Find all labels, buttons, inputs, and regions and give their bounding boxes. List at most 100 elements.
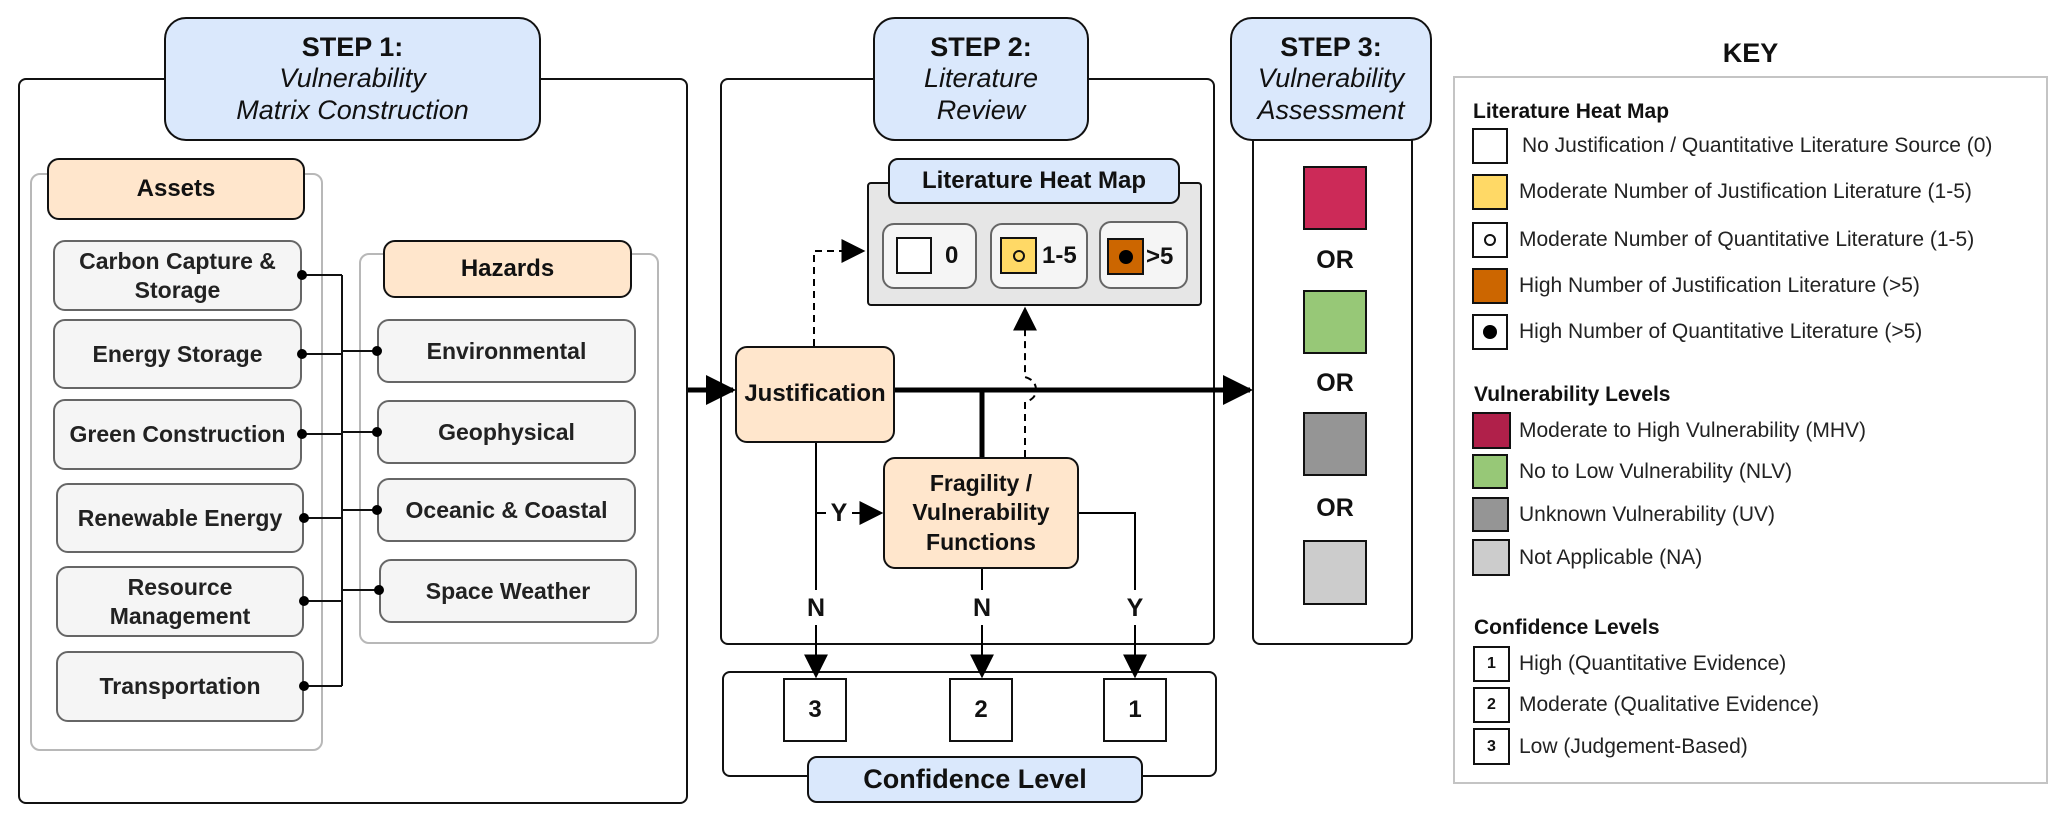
key-vulnerability-item: Not Applicable (NA): [1519, 545, 1703, 569]
key-heatmap-item: Moderate Number of Justification Literat…: [1519, 180, 1972, 203]
key-heatmap-heading: Literature Heat Map: [1473, 100, 1670, 123]
or-separator: OR: [1316, 493, 1354, 522]
key-swatch-mhv: [1472, 412, 1511, 449]
fragility-yes-label: Y: [1126, 593, 1144, 622]
fragility-to-heatmap-dashed: [1013, 306, 1038, 457]
connector-dot: [372, 505, 382, 515]
asset-hazard-bus: [302, 274, 379, 687]
heat-swatch-none: [896, 237, 932, 274]
heat-label-1-5: 1-5: [1042, 241, 1077, 269]
key-swatch-nlv: [1472, 454, 1508, 489]
hazard-item[interactable]: Space Weather: [379, 559, 637, 623]
fragility-line1: Fragility /: [929, 470, 1033, 497]
fragility-line2: Vulnerability: [912, 499, 1050, 526]
heat-label-0: 0: [945, 241, 959, 269]
key-confidence-item: Low (Judgement-Based): [1519, 734, 1748, 758]
connector-dot: [297, 429, 307, 439]
connector-dot: [299, 681, 309, 691]
key-confidence-box: 1: [1473, 646, 1510, 682]
key-heatmap-item: High Number of Justification Literature …: [1519, 274, 1920, 297]
key-vulnerability-item: Moderate to High Vulnerability (MHV): [1519, 418, 1867, 442]
step2-number: STEP 2:: [930, 31, 1032, 62]
asset-item[interactable]: Renewable Energy: [56, 483, 304, 553]
key-heatmap-item: No Justification / Quantitative Literatu…: [1522, 134, 1993, 157]
hazard-item[interactable]: Oceanic & Coastal: [377, 478, 636, 542]
key-confidence-heading: Confidence Levels: [1474, 616, 1660, 639]
connector-dot: [372, 346, 382, 356]
key-swatch-high-quantitative: [1472, 314, 1508, 350]
key-confidence-num: 3: [1487, 737, 1496, 755]
confidence-box-2: 2: [949, 678, 1013, 742]
step1-header: STEP 1: Vulnerability Matrix Constructio…: [164, 17, 541, 141]
justification-yes-label: Y: [830, 498, 848, 527]
confidence-level-header: Confidence Level: [807, 756, 1143, 803]
key-vulnerability-item: Unknown Vulnerability (UV): [1519, 502, 1775, 526]
key-heatmap-item: Moderate Number of Quantitative Literatu…: [1519, 228, 1975, 251]
key-panel: [1453, 76, 2048, 784]
key-swatch-uv: [1472, 497, 1509, 532]
or-separator: OR: [1316, 368, 1354, 397]
step2-title-line1: Literature: [923, 63, 1039, 94]
justification-no-label: N: [806, 593, 826, 622]
open-circle-icon: [1012, 249, 1025, 262]
assets-header: Assets: [47, 158, 305, 220]
step3-number: STEP 3:: [1280, 31, 1382, 62]
hazards-header: Hazards: [383, 240, 632, 298]
hazard-item[interactable]: Environmental: [377, 319, 636, 383]
asset-item[interactable]: Energy Storage: [53, 319, 302, 389]
asset-item[interactable]: Resource Management: [56, 566, 304, 637]
justification-node[interactable]: Justification: [735, 346, 895, 443]
confidence-box-1: 1: [1103, 678, 1167, 742]
key-vulnerability-item: No to Low Vulnerability (NLV): [1519, 459, 1793, 483]
outcome-nlv-swatch: [1303, 290, 1367, 354]
hazard-item[interactable]: Geophysical: [377, 400, 636, 464]
key-swatch-na: [1472, 539, 1510, 576]
key-confidence-box: 3: [1473, 728, 1510, 765]
or-separator: OR: [1316, 245, 1354, 274]
heat-swatch-high: [1107, 238, 1144, 275]
outcome-mhv-swatch: [1303, 166, 1367, 230]
asset-item[interactable]: Green Construction: [53, 399, 302, 470]
step3-title-line2: Assessment: [1257, 94, 1405, 125]
heat-swatch-moderate: [1000, 237, 1037, 274]
step1-title-line2: Matrix Construction: [236, 94, 469, 125]
key-swatch-moderate-quantitative: [1472, 222, 1508, 258]
step1-title-line1: Vulnerability: [279, 63, 426, 94]
key-confidence-item: High (Quantitative Evidence): [1519, 652, 1787, 675]
key-swatch-high-justification: [1472, 268, 1508, 304]
fragility-no-label: N: [972, 593, 992, 622]
filled-circle-icon: [1118, 249, 1133, 264]
step3-header: STEP 3: Vulnerability Assessment: [1230, 17, 1432, 141]
connector-dot: [372, 427, 382, 437]
heat-map-header: Literature Heat Map: [888, 158, 1180, 204]
step2-title-line2: Review: [936, 94, 1026, 125]
outcome-uv-swatch: [1303, 412, 1367, 476]
connector-dot: [299, 513, 309, 523]
fragility-functions-node[interactable]: Fragility / Vulnerability Functions: [883, 457, 1079, 569]
open-circle-icon: [1484, 234, 1496, 246]
step2-header: STEP 2: Literature Review: [873, 17, 1089, 141]
justification-to-heatmap-dashed: [813, 239, 866, 346]
key-confidence-num: 1: [1487, 655, 1496, 672]
step1-number: STEP 1:: [301, 31, 404, 62]
heat-label-gt5: >5: [1146, 242, 1174, 270]
key-confidence-item: Moderate (Qualitative Evidence): [1519, 693, 1819, 716]
connector-dot: [297, 349, 307, 359]
key-confidence-num: 2: [1487, 696, 1496, 713]
connector-dot: [374, 585, 384, 595]
key-vulnerability-heading: Vulnerability Levels: [1474, 383, 1671, 406]
key-swatch-none: [1472, 128, 1508, 164]
key-confidence-box: 2: [1473, 687, 1510, 723]
asset-item[interactable]: Carbon Capture & Storage: [53, 240, 302, 311]
fragility-line3: Functions: [926, 528, 1036, 555]
key-swatch-moderate-justification: [1472, 174, 1508, 210]
connector-dot: [297, 270, 307, 280]
step3-title-line1: Vulnerability: [1257, 63, 1405, 94]
asset-item[interactable]: Transportation: [56, 651, 304, 722]
key-title: KEY: [1722, 38, 1779, 68]
filled-circle-icon: [1483, 325, 1497, 339]
confidence-box-3: 3: [783, 678, 847, 742]
key-heatmap-item: High Number of Quantitative Literature (…: [1519, 320, 1923, 343]
outcome-na-swatch: [1303, 540, 1367, 605]
